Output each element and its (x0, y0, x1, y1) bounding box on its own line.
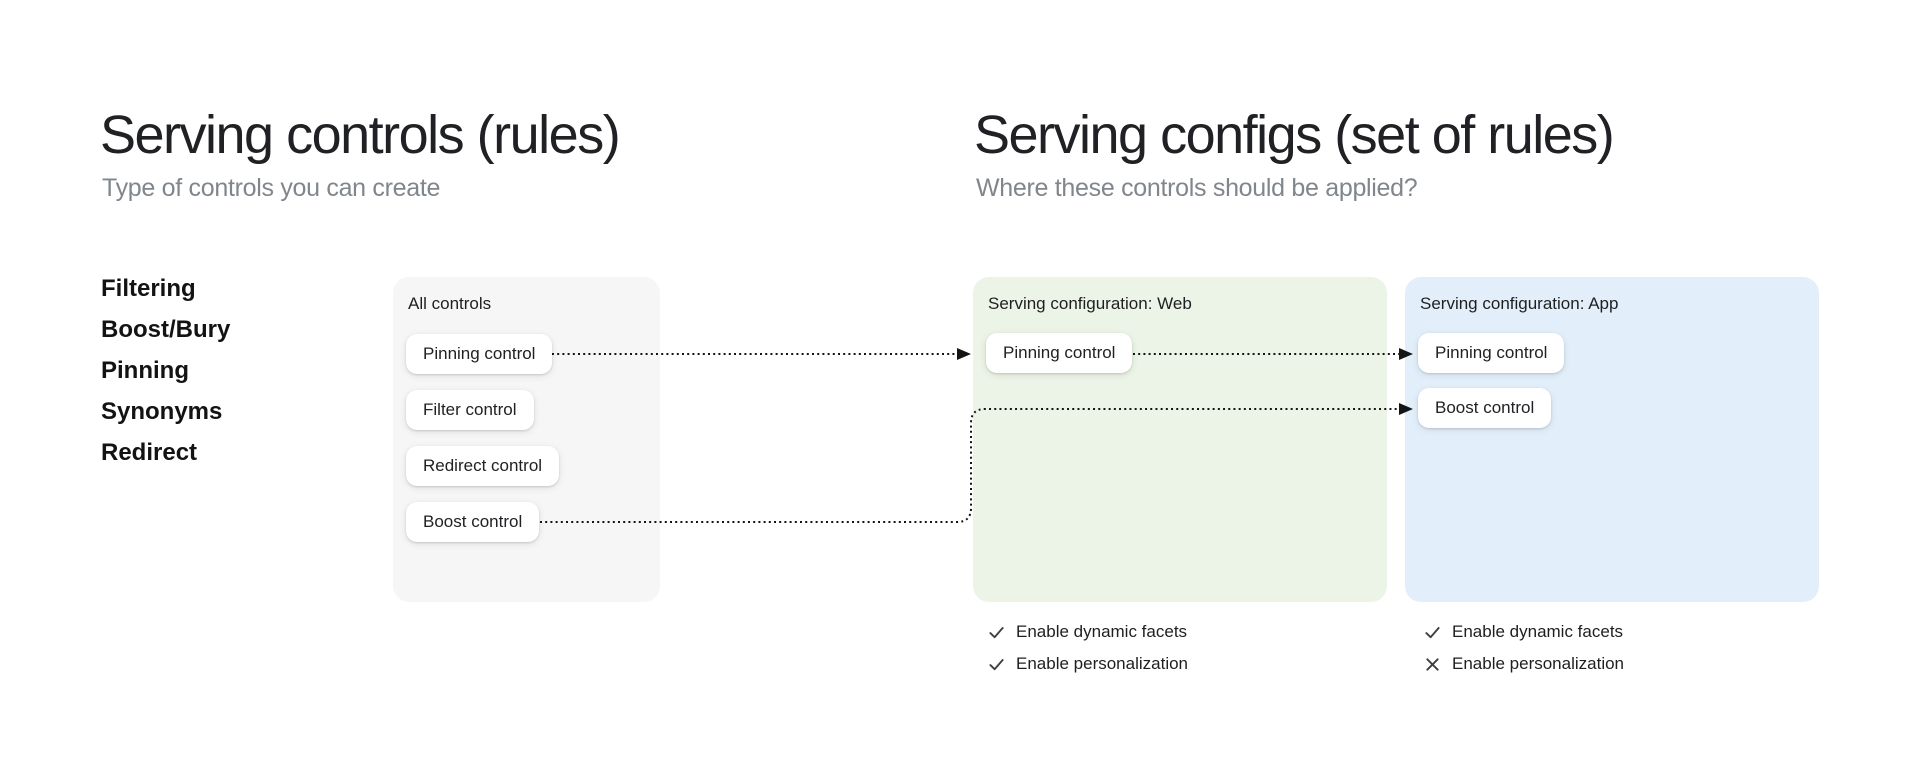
check-icon (1425, 626, 1440, 638)
chip-pinning-control: Pinning control (406, 334, 553, 374)
app-feature-dynamic-facets: Enable dynamic facets (1424, 620, 1624, 644)
app-chip-pinning-control: Pinning control (1418, 333, 1565, 373)
check-icon (989, 626, 1004, 638)
left-title: Serving controls (rules) (100, 105, 621, 165)
chip-redirect-control: Redirect control (406, 446, 560, 486)
web-features: Enable dynamic facets Enable personaliza… (988, 620, 1188, 676)
chip-boost-control: Boost control (406, 502, 540, 542)
serving-config-app-card: Serving configuration: App Pinning contr… (1405, 277, 1819, 602)
serving-config-app-label: Serving configuration: App (1420, 294, 1619, 313)
web-chip-pinning-control: Pinning control (986, 333, 1133, 373)
web-feature-personalization: Enable personalization (988, 652, 1188, 676)
chip-filter-control: Filter control (406, 390, 534, 430)
feature-label: Enable dynamic facets (1452, 622, 1624, 641)
right-title: Serving configs (set of rules) (974, 105, 1615, 165)
serving-config-web-card: Serving configuration: Web Pinning contr… (973, 277, 1387, 602)
check-icon (989, 658, 1004, 670)
app-feature-personalization: Enable personalization (1424, 652, 1624, 676)
app-chip-boost-control: Boost control (1418, 388, 1552, 428)
left-subtitle: Type of controls you can create (102, 174, 441, 202)
feature-label: Enable personalization (1452, 654, 1625, 673)
control-type-pinning: Pinning (101, 357, 189, 384)
control-type-redirect: Redirect (101, 439, 198, 466)
feature-label: Enable personalization (1016, 654, 1189, 673)
control-type-list: Filtering Boost/Bury Pinning Synonyms Re… (101, 268, 230, 473)
feature-label: Enable dynamic facets (1016, 622, 1188, 641)
control-type-filtering: Filtering (101, 275, 196, 302)
serving-config-web-label: Serving configuration: Web (988, 294, 1192, 313)
x-icon (1426, 657, 1439, 671)
all-controls-card: All controls Pinning control Filter cont… (393, 277, 660, 602)
right-subtitle: Where these controls should be applied? (976, 174, 1418, 202)
control-type-boost-bury: Boost/Bury (101, 316, 231, 343)
control-type-synonyms: Synonyms (101, 398, 223, 425)
all-controls-card-label: All controls (408, 294, 492, 313)
app-features: Enable dynamic facets Enable personaliza… (1424, 620, 1624, 676)
web-feature-dynamic-facets: Enable dynamic facets (988, 620, 1188, 644)
